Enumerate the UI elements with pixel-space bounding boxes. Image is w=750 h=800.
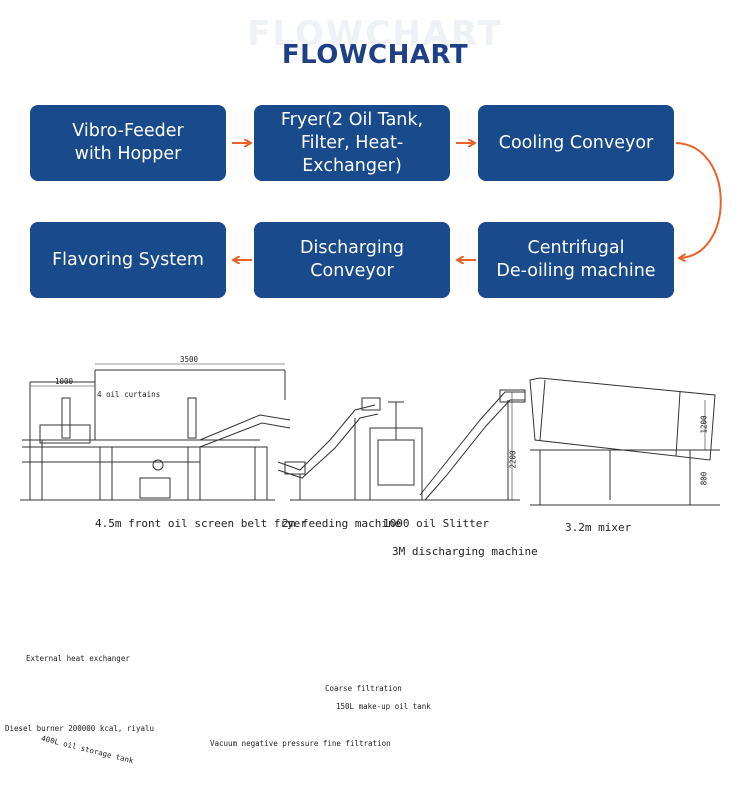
title-watermark: FLOWCHART bbox=[247, 14, 503, 54]
step-fryer: Fryer(2 Oil Tank, Filter, Heat-Exchanger… bbox=[254, 105, 450, 181]
mixer-drawing bbox=[529, 377, 720, 506]
label-dim-mixer-h: 800 bbox=[699, 471, 709, 486]
label-oil-curtains: 4 oil curtains bbox=[97, 390, 161, 399]
label-vacuum-filtration: Vacuum negative pressure fine filtration bbox=[210, 739, 391, 748]
slitter-drawing bbox=[365, 401, 430, 501]
label-mixer: 3.2m mixer bbox=[565, 521, 632, 534]
flow-arrows bbox=[232, 0, 722, 330]
incline-conveyor-drawing bbox=[419, 389, 526, 501]
step-centrifugal: Centrifugal De-oiling machine bbox=[478, 222, 674, 298]
arrow-curve-down bbox=[675, 142, 722, 258]
label-storage-tank: 400L oil storage tank bbox=[40, 733, 135, 766]
label-discharging: 3M discharging machine bbox=[392, 545, 538, 558]
label-dim-height: 2200 bbox=[508, 450, 518, 469]
label-fryer: 4.5m front oil screen belt fryer bbox=[95, 517, 307, 530]
label-burner: Diesel burner 200000 kcal, riyalu bbox=[5, 724, 155, 733]
label-feeding-machine: 2m feeding machine bbox=[282, 517, 402, 530]
step-vibro-feeder: Vibro-Feeder with Hopper bbox=[30, 105, 226, 181]
label-makeup-tank: 150L make-up oil tank bbox=[336, 702, 431, 711]
label-slitter: 1000 oil Slitter bbox=[383, 517, 489, 530]
step-flavoring: Flavoring System bbox=[30, 222, 226, 298]
fryer-drawing bbox=[20, 369, 291, 501]
production-line-drawing bbox=[20, 363, 720, 506]
step-cooling-conveyor: Cooling Conveyor bbox=[478, 105, 674, 181]
label-dim-span: 3500 bbox=[180, 355, 199, 364]
label-heat-exchanger: External heat exchanger bbox=[26, 654, 130, 663]
page-title: FLOWCHART bbox=[281, 40, 469, 70]
feeding-machine-drawing bbox=[277, 397, 381, 501]
label-coarse-filtration: Coarse filtration bbox=[325, 684, 402, 693]
label-dim-left: 1000 bbox=[55, 377, 74, 386]
step-discharging-conveyor: Discharging Conveyor bbox=[254, 222, 450, 298]
label-dim-mixer-w: 1200 bbox=[699, 415, 709, 434]
